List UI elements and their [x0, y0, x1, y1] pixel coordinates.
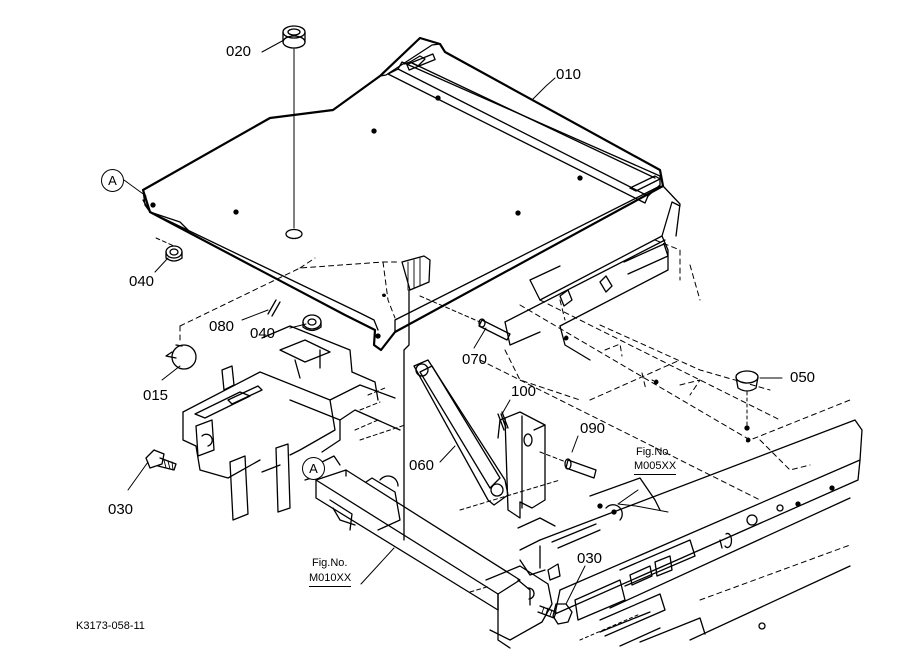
seat-bracket-dashed — [179, 257, 401, 341]
part-label-020: 020 — [226, 43, 252, 60]
bushing-015 — [165, 344, 197, 370]
reference-callout-a-mid: A — [302, 457, 325, 480]
part-label-015: 015 — [143, 387, 169, 404]
seat-hinge-bracket — [504, 185, 681, 361]
pin-090 — [539, 451, 597, 479]
seat-bracket-assembly — [182, 325, 406, 521]
frame-dashed-rails — [479, 239, 851, 601]
part-label-040-b: 040 — [250, 325, 276, 342]
fig-ref-m005-line2: M005XX — [634, 460, 677, 475]
nut-040-left — [155, 237, 183, 262]
part-label-040: 040 — [129, 273, 155, 290]
nut-040-right — [302, 314, 322, 332]
knob-050 — [735, 370, 759, 431]
bolt-030-left — [145, 449, 177, 471]
pin-070 — [419, 295, 511, 341]
stopper-plate — [459, 411, 561, 529]
seat-plate-010 — [141, 36, 665, 352]
drawing-code: K3173-058-11 — [76, 620, 145, 632]
spring-pin-080 — [267, 299, 281, 317]
part-label-050: 050 — [790, 369, 816, 386]
fig-ref-m005-line1: Fig.No. — [636, 446, 672, 458]
part-label-030-b: 030 — [577, 550, 603, 567]
rubber-cap-020 — [282, 25, 306, 229]
chassis-frame-right — [519, 419, 863, 647]
part-label-080: 080 — [209, 318, 235, 335]
part-label-090: 090 — [580, 420, 606, 437]
spring-pin-100 — [497, 411, 509, 431]
reference-callout-a-top: A — [101, 169, 124, 192]
part-label-010: 010 — [556, 66, 582, 83]
part-label-030: 030 — [108, 501, 134, 518]
part-label-070: 070 — [462, 351, 488, 368]
part-label-100: 100 — [511, 383, 537, 400]
leader-lines — [123, 39, 783, 605]
main-frame-beam — [303, 455, 553, 649]
part-label-060: 060 — [409, 457, 435, 474]
fig-ref-m010-line2: M010XX — [309, 572, 352, 587]
fig-ref-m010-line1: Fig.No. — [312, 557, 348, 569]
